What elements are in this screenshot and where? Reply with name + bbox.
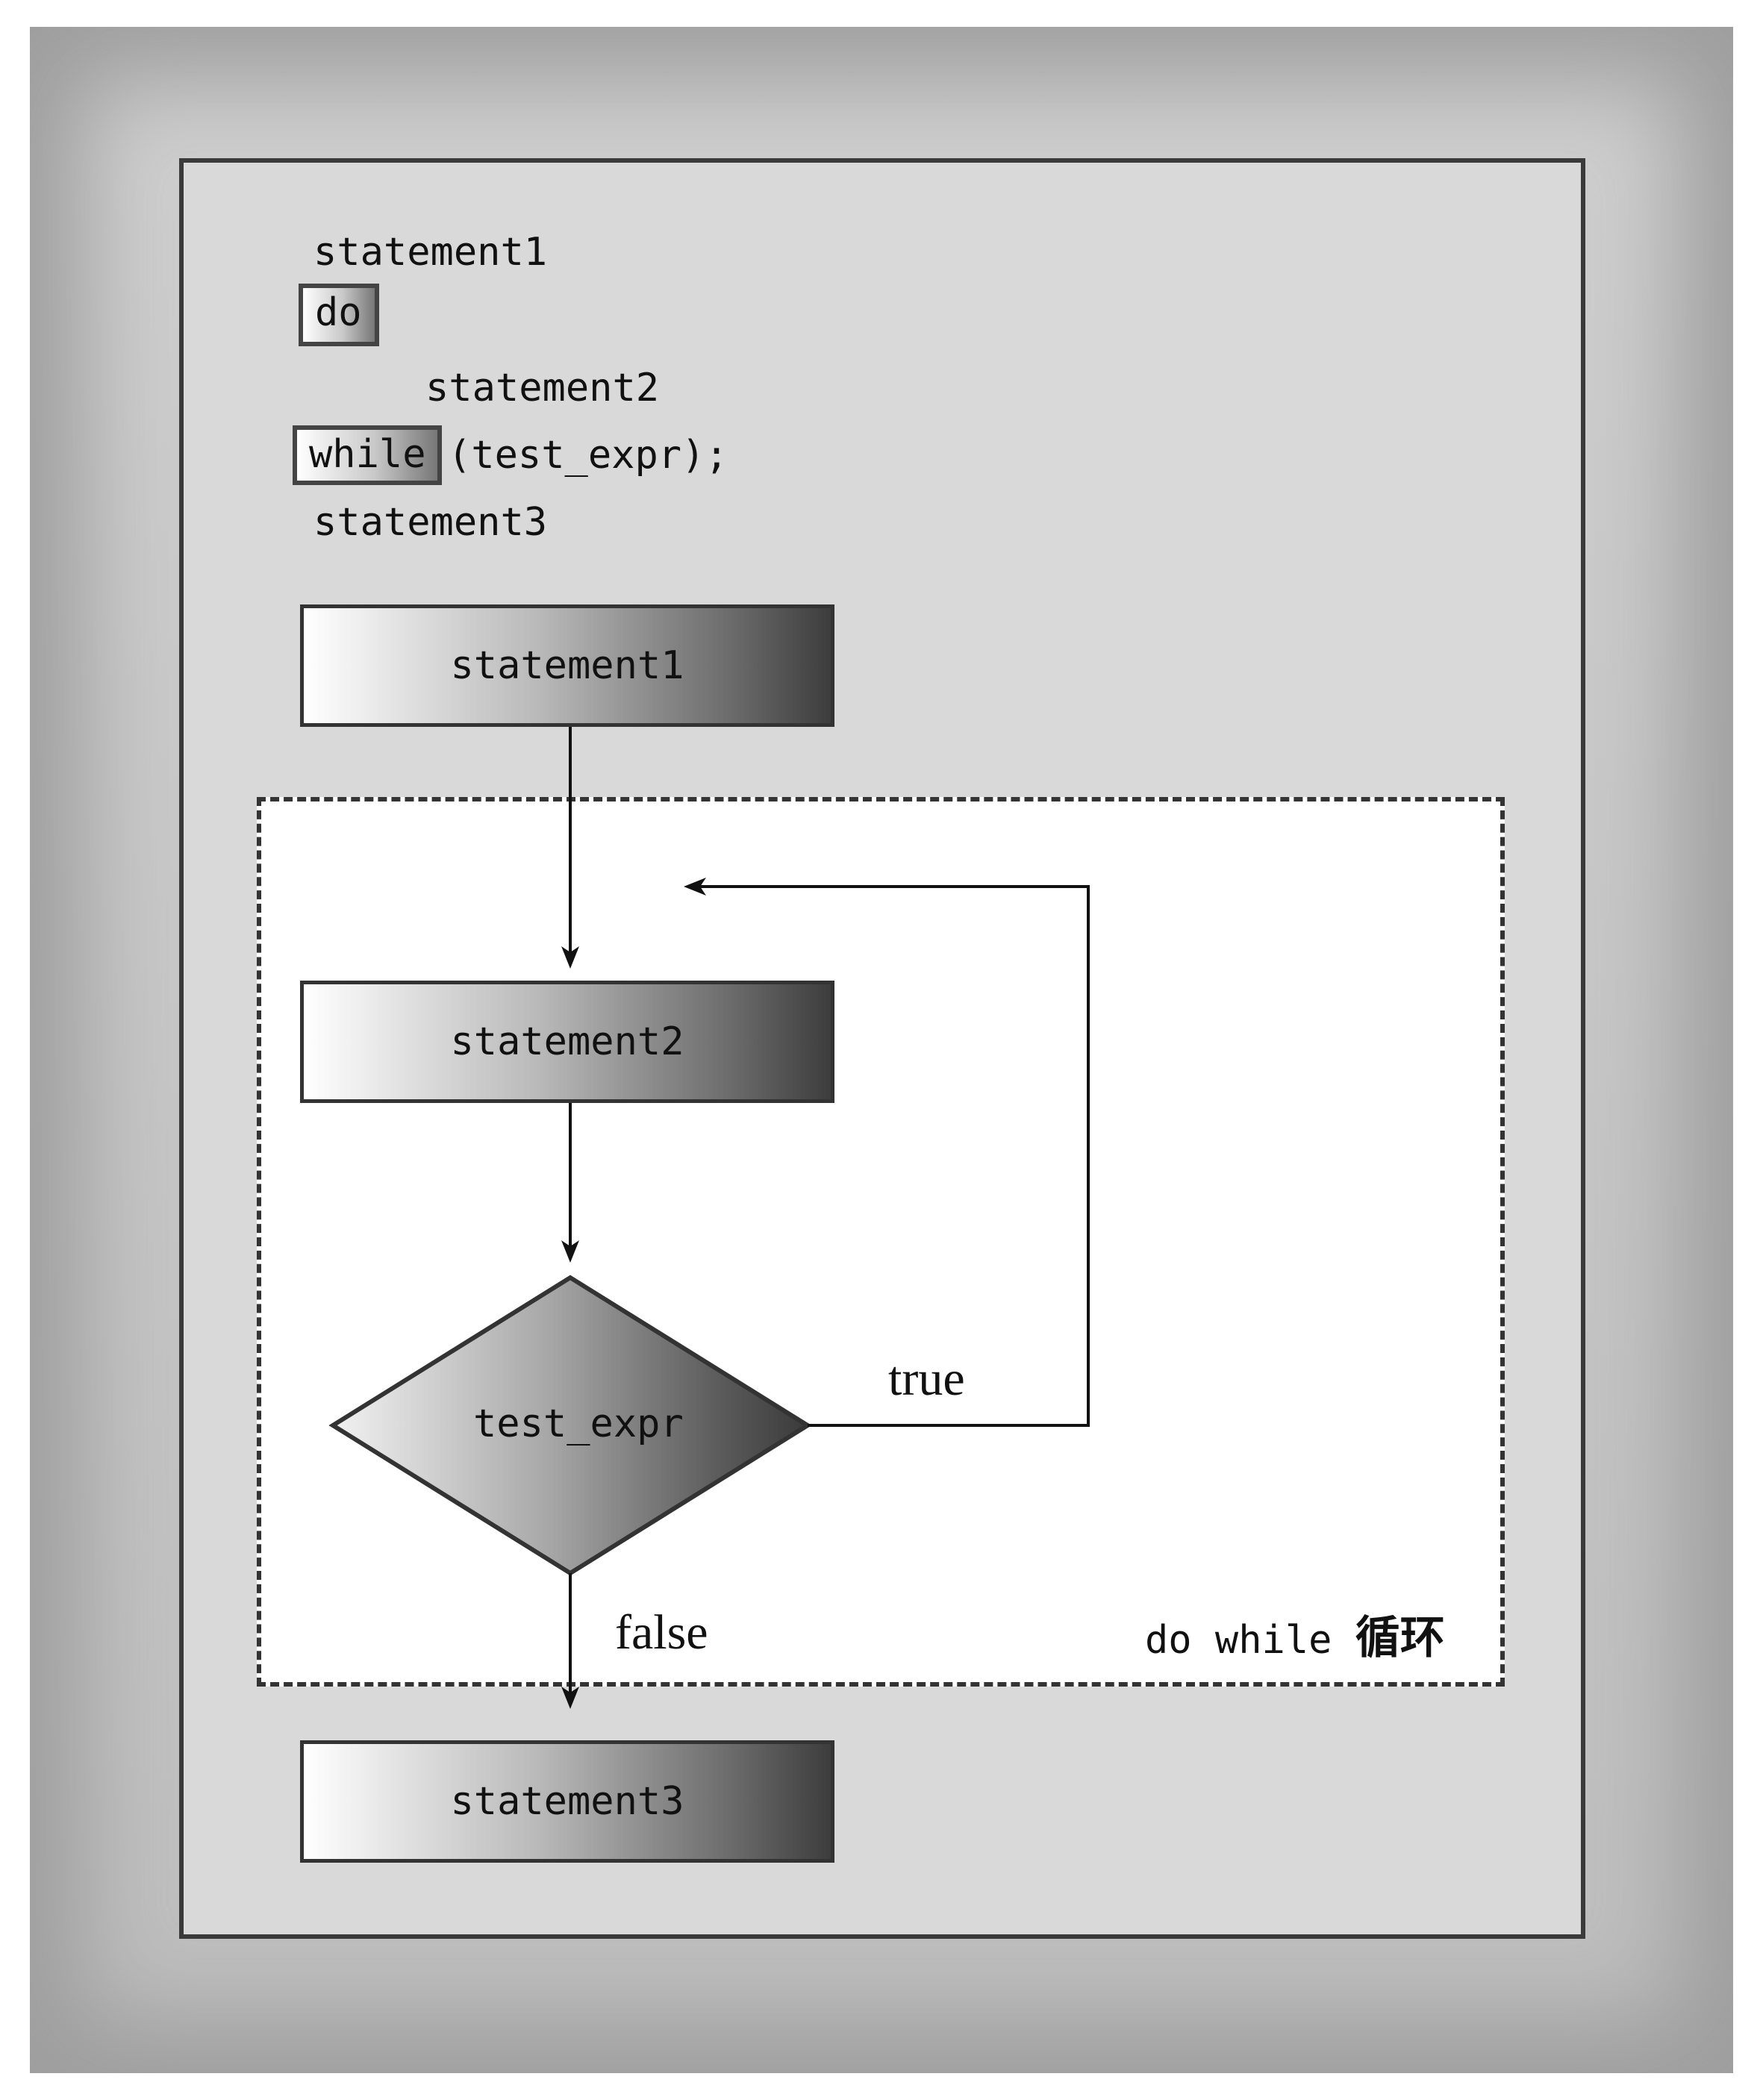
statement1-label: statement1 xyxy=(450,643,684,688)
loop-caption-code: do while xyxy=(1145,1618,1332,1663)
true-branch-loop-line xyxy=(694,885,1090,1427)
code-statement1: statement1 xyxy=(313,230,548,275)
decision-label: test_expr xyxy=(473,1401,684,1446)
arrowhead-stmt2 xyxy=(561,946,579,969)
arrowhead-loop-back xyxy=(684,878,706,896)
statement2-box: statement2 xyxy=(300,981,834,1103)
statement3-label: statement3 xyxy=(450,1779,684,1824)
while-keyword: while xyxy=(309,432,426,477)
loop-caption-text: 循环 xyxy=(1355,1612,1445,1664)
do-while-loop-region xyxy=(257,797,1505,1687)
loop-caption: do while 循环 xyxy=(1145,1601,1445,1666)
statement1-box: statement1 xyxy=(300,604,834,727)
code-while-condition: (test_expr); xyxy=(448,433,728,478)
true-label: true xyxy=(888,1351,965,1406)
false-label: false xyxy=(615,1605,708,1660)
do-keyword: do xyxy=(315,290,362,335)
statement2-label: statement2 xyxy=(450,1019,684,1064)
arrowhead-decision xyxy=(561,1240,579,1263)
statement3-box: statement3 xyxy=(300,1740,834,1863)
arrowhead-stmt3 xyxy=(561,1687,579,1709)
code-statement3: statement3 xyxy=(313,500,548,545)
code-statement2: statement2 xyxy=(425,366,660,410)
do-keyword-box: do xyxy=(299,284,379,346)
while-keyword-box: while xyxy=(293,425,442,485)
